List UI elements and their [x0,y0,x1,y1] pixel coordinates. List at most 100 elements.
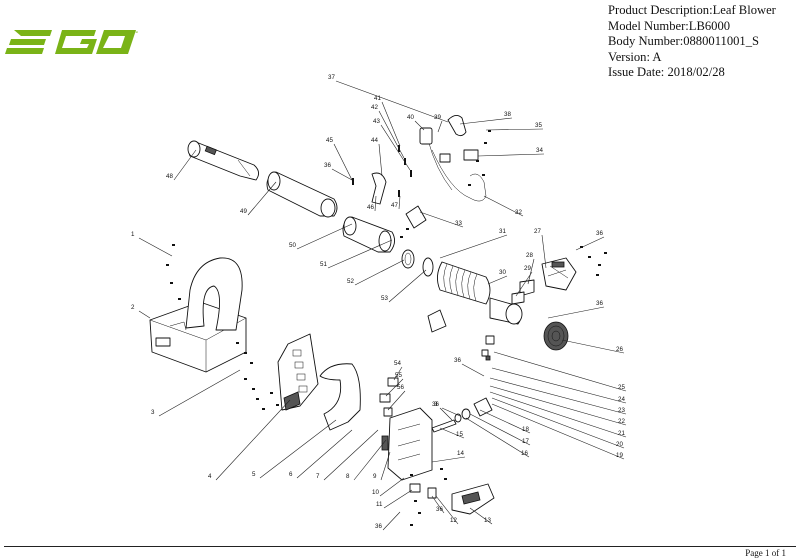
callout-label: 36 [432,401,439,408]
screw-mark [444,478,447,480]
leader-line [158,369,241,417]
trigger-wire-33 [427,139,487,202]
model-number: Model Number:LB6000 [608,18,731,33]
motor-components [481,335,495,361]
callout-label: 28 [526,252,533,259]
leader-line [138,310,151,319]
leader-line [483,195,524,217]
callout-label: 24 [618,396,625,403]
flex-hose-31 [437,261,491,305]
callout-label: 11 [376,501,383,508]
leader-line [435,495,459,525]
leader-line [439,407,453,421]
callout-label: 23 [618,407,625,414]
rod-15 [431,419,457,433]
leader-line [259,419,337,479]
version: Version: A [608,49,662,64]
screw-mark [468,184,471,186]
tube-clamp-52 [401,249,415,269]
callout-label: 3 [151,409,155,416]
leader-line [380,124,411,171]
ego-logo: ™ [4,26,144,58]
leader-line [387,390,406,411]
leader-line [393,366,403,381]
callout-label: 50 [289,242,296,249]
leader-line [561,339,625,354]
screw-mark [406,228,409,230]
callout-label: 9 [373,473,377,480]
cover-13 [451,483,495,515]
leader-line [333,143,353,181]
leader-line [479,409,531,434]
callout-label: 36 [324,162,331,169]
parts-54-56 [379,377,399,417]
callout-label: 17 [522,438,529,445]
leader-line [489,377,627,415]
callout-label: 42 [371,104,378,111]
callout-label: 41 [374,95,381,102]
leader-line [527,258,535,285]
screw-mark [414,500,417,502]
leader-line [173,149,197,181]
callout-label: 5 [252,471,256,478]
leader-line [491,403,625,460]
callout-label: 37 [328,74,335,81]
leader-line [138,237,173,257]
leader-line [398,195,401,210]
terminal-block-11-12 [409,483,437,499]
leader-line [515,271,533,297]
callout-label: 36 [596,300,603,307]
screw-mark [482,174,485,176]
leader-line [477,153,545,157]
callout-label: 36 [596,230,603,237]
callout-label: 4 [208,473,212,480]
screw-mark [236,342,239,344]
leader-line [575,236,605,251]
callout-label: 16 [521,450,528,457]
leader-line [354,259,405,286]
hose-collar-32 [427,309,447,333]
leader-line [383,489,413,509]
leader-line [461,363,485,377]
callout-label: 30 [499,269,506,276]
screw-mark [256,398,259,400]
leader-line [441,407,461,417]
leader-line [541,234,547,269]
callout-label: 35 [535,122,542,129]
handle-bracket-34 [405,205,427,229]
callout-label: 19 [616,452,623,459]
handle-grip-38 [447,115,467,137]
callout-label: 22 [618,418,625,425]
leader-line [431,456,466,463]
leader-line [335,80,449,123]
callout-label: 39 [434,114,441,121]
callout-label: 51 [320,261,327,268]
actuator-16-18 [454,397,493,423]
callout-label: 10 [372,489,379,496]
product-description: Product Description:Leaf Blower [608,3,776,17]
back-plate-4 [277,333,319,411]
callout-label: 48 [166,173,173,180]
callout-label: 6 [289,471,293,478]
screw-mark [170,282,173,284]
backpack-frame-2 [149,257,247,373]
page-number: Page 1 of 1 [745,548,786,558]
callout-label: 36 [375,523,382,530]
callout-label: 8 [346,473,350,480]
callout-label: 2 [131,304,135,311]
callout-label: 38 [504,111,511,118]
screw-mark [410,474,413,476]
leader-line [414,120,425,131]
callout-label: 40 [407,114,414,121]
motor-housing-31 [489,297,523,325]
callout-label: 7 [316,473,320,480]
bracket-30 [511,291,525,305]
loose-screws [166,130,607,526]
callout-label: 54 [394,360,401,367]
screw-mark [440,468,443,470]
callout-label: 14 [457,450,464,457]
leader-line [378,110,405,159]
fan-guard-27 [543,321,569,351]
leader-line [439,427,465,439]
leader-line [469,413,531,446]
